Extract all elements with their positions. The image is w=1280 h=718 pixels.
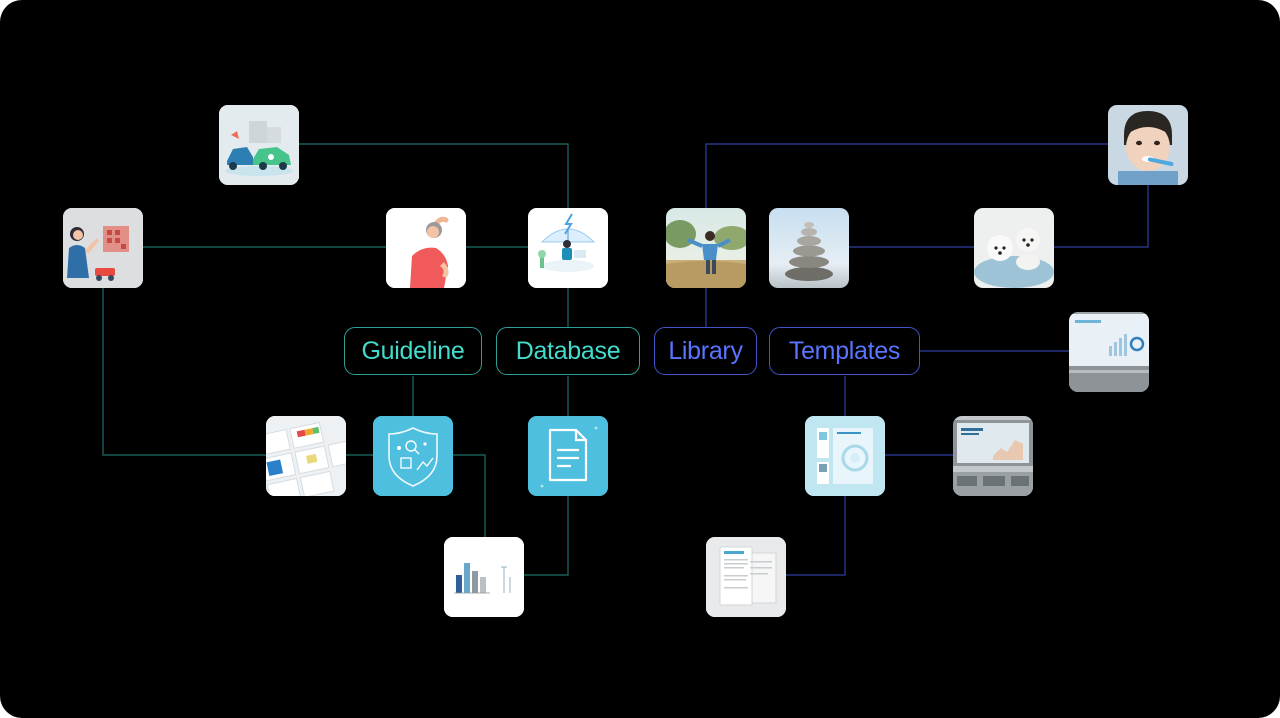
brochure-template-thumbnail[interactable]: [805, 416, 885, 496]
library-button[interactable]: Library: [654, 327, 757, 375]
car-accident-illustration[interactable]: [219, 105, 299, 185]
bar-chart-thumbnail-icon: [444, 537, 524, 617]
umbrella-protection-illustration[interactable]: [528, 208, 608, 288]
teal-connectors: [102, 143, 569, 576]
database-button[interactable]: Database: [496, 327, 640, 375]
billboard-thumbnail-icon: [953, 416, 1033, 496]
child-field-photo-icon: [666, 208, 746, 288]
guideline-button[interactable]: Guideline: [344, 327, 482, 375]
report-pages-thumbnail-icon: [706, 537, 786, 617]
templates-button[interactable]: Templates: [769, 327, 920, 375]
car-illustration-icon: [219, 105, 299, 185]
document-icon[interactable]: [528, 416, 608, 496]
screen-thumbnail-icon: [1069, 312, 1149, 392]
stones-photo-icon: [769, 208, 849, 288]
brochure-thumbnail-icon: [805, 416, 885, 496]
report-pages-thumbnail[interactable]: [706, 537, 786, 617]
billboard-thumbnail[interactable]: [953, 416, 1033, 496]
stacked-stones-photo[interactable]: [769, 208, 849, 288]
shield-icon[interactable]: [373, 416, 453, 496]
presentation-slides-thumbnail[interactable]: [266, 416, 346, 496]
bar-chart-thumbnail[interactable]: [444, 537, 524, 617]
shield-line-icon: [373, 416, 453, 496]
woman-presenting-illustration[interactable]: [63, 208, 143, 288]
child-in-field-photo[interactable]: [666, 208, 746, 288]
white-puppies-photo[interactable]: [974, 208, 1054, 288]
document-line-icon: [528, 416, 608, 496]
child-teeth-photo-icon: [1108, 105, 1188, 185]
child-brushing-teeth-photo[interactable]: [1108, 105, 1188, 185]
umbrella-illustration-icon: [528, 208, 608, 288]
puppies-photo-icon: [974, 208, 1054, 288]
presenter-illustration-icon: [63, 208, 143, 288]
slides-thumbnail-icon: [266, 416, 346, 496]
stretch-illustration-icon: [386, 208, 466, 288]
dashboard-screen-thumbnail[interactable]: [1069, 312, 1149, 392]
blue-connectors: [705, 143, 1149, 576]
woman-stretching-illustration[interactable]: [386, 208, 466, 288]
